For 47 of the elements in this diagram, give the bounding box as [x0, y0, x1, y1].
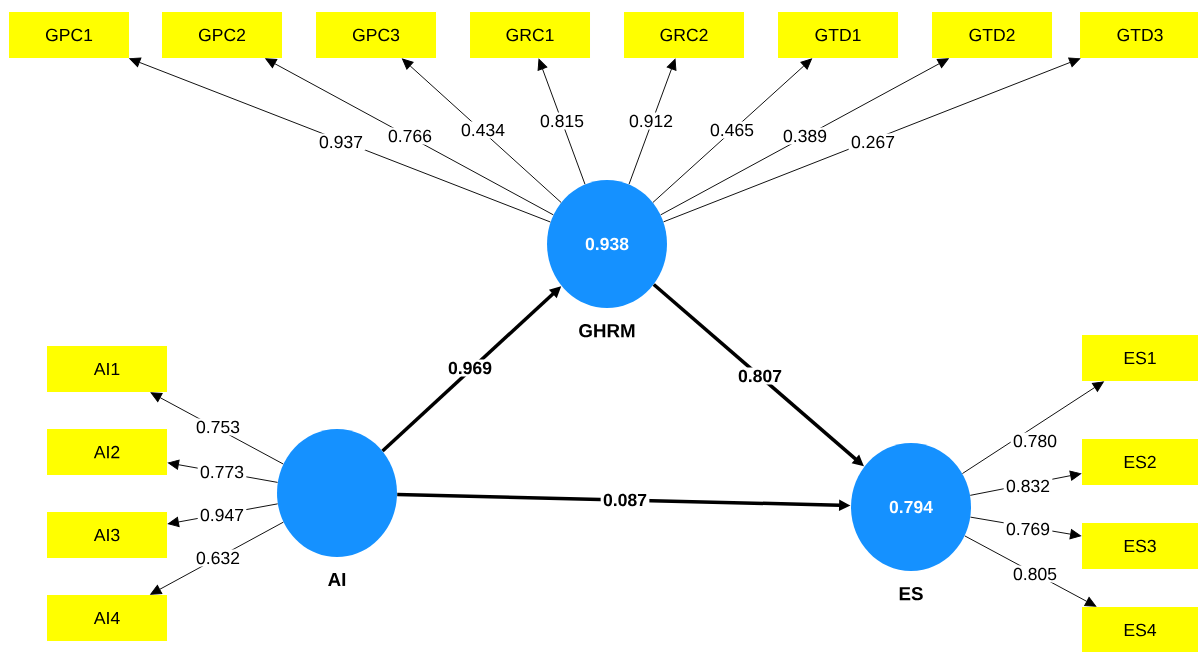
- indicator-box: GPC2: [162, 12, 282, 58]
- indicator-box: ES2: [1082, 439, 1198, 485]
- edge-label: 0.912: [626, 112, 676, 130]
- edge-label: 0.434: [458, 121, 508, 139]
- edge-label: 0.389: [780, 127, 830, 145]
- indicator-box: GTD2: [932, 12, 1052, 58]
- indicator-box: GTD1: [778, 12, 898, 58]
- indicator-box: ES4: [1082, 607, 1198, 652]
- indicator-box: ES1: [1082, 335, 1198, 381]
- node-label: GHRM: [579, 324, 635, 338]
- edge-label: 0.766: [385, 127, 435, 145]
- node-label: AI: [328, 573, 346, 586]
- indicator-box: AI1: [47, 346, 167, 392]
- arrow: [628, 58, 677, 185]
- indicator-box: GRC2: [624, 12, 744, 58]
- indicator-box: AI4: [47, 595, 167, 641]
- indicator-box: GPC1: [9, 12, 129, 58]
- indicator-box: AI2: [47, 429, 167, 475]
- edge-label: 0.937: [316, 133, 366, 151]
- indicator-box: GTD3: [1080, 12, 1198, 58]
- edge-label: 0.753: [193, 418, 243, 436]
- edge-label: 0.780: [1010, 432, 1060, 450]
- edge-label: 0.969: [445, 359, 495, 377]
- edge-label: 0.267: [848, 133, 898, 151]
- edge-label: 0.805: [1010, 565, 1060, 583]
- arrow: [537, 58, 586, 185]
- indicator-box: GPC3: [316, 12, 436, 58]
- indicator-box: AI3: [47, 512, 167, 558]
- edge-label: 0.815: [537, 112, 587, 130]
- arrow: [265, 58, 554, 216]
- indicator-box: ES3: [1082, 523, 1198, 569]
- edge-label: 0.087: [600, 491, 650, 509]
- arrow: [129, 57, 551, 223]
- edge-label: 0.773: [197, 463, 247, 481]
- edge-label: 0.807: [735, 367, 785, 385]
- indicator-box: GRC1: [470, 12, 590, 58]
- edge-label: 0.947: [197, 506, 247, 524]
- edge-label: 0.465: [707, 121, 757, 139]
- edge-label: 0.632: [193, 549, 243, 567]
- arrow: [663, 57, 1081, 223]
- node-label: ES: [899, 587, 923, 601]
- arrow: [402, 58, 562, 203]
- arrow: [660, 58, 949, 216]
- edge-label: 0.832: [1003, 477, 1053, 495]
- arrow: [652, 58, 812, 203]
- arrow: [961, 381, 1104, 475]
- edge-label: 0.769: [1003, 520, 1053, 538]
